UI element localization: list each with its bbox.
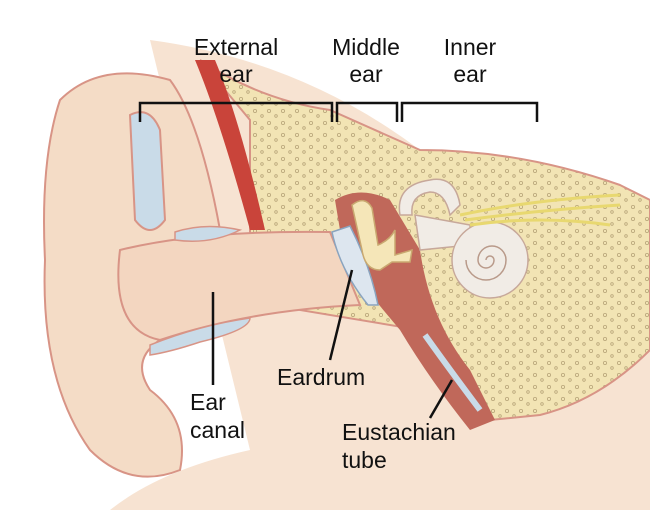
label-inner-ear: ear bbox=[453, 61, 487, 87]
canal-cartilage-top bbox=[174, 225, 243, 242]
canal-cartilage-bottom bbox=[149, 317, 251, 356]
ossicles bbox=[351, 199, 413, 271]
eardrum-shape bbox=[331, 225, 379, 306]
label-ear: Ear bbox=[190, 389, 226, 415]
label-inner: Inner bbox=[444, 34, 497, 60]
eustachian-cartilage bbox=[422, 333, 483, 412]
semicircular-canals bbox=[398, 178, 461, 217]
auditory-nerve bbox=[459, 193, 621, 227]
label-middle: Middle bbox=[332, 34, 400, 60]
eardrum-leader bbox=[328, 269, 354, 361]
label-external-ear: ear bbox=[219, 61, 253, 87]
label-canal: canal bbox=[190, 417, 245, 443]
middle-ear-bracket bbox=[335, 101, 399, 122]
cochlea-spiral bbox=[465, 245, 507, 281]
label-tube: tube bbox=[342, 447, 387, 473]
inner-ear-bracket bbox=[400, 101, 539, 122]
label-eustachian: Eustachian bbox=[342, 419, 456, 445]
label-middle-ear: ear bbox=[349, 61, 383, 87]
auricle-cartilage bbox=[128, 111, 167, 231]
label-eardrum: Eardrum bbox=[277, 364, 365, 390]
label-external: External bbox=[194, 34, 278, 60]
eustachian-leader bbox=[428, 379, 454, 419]
external-ear-bracket bbox=[138, 101, 334, 122]
cochlea bbox=[451, 221, 529, 299]
